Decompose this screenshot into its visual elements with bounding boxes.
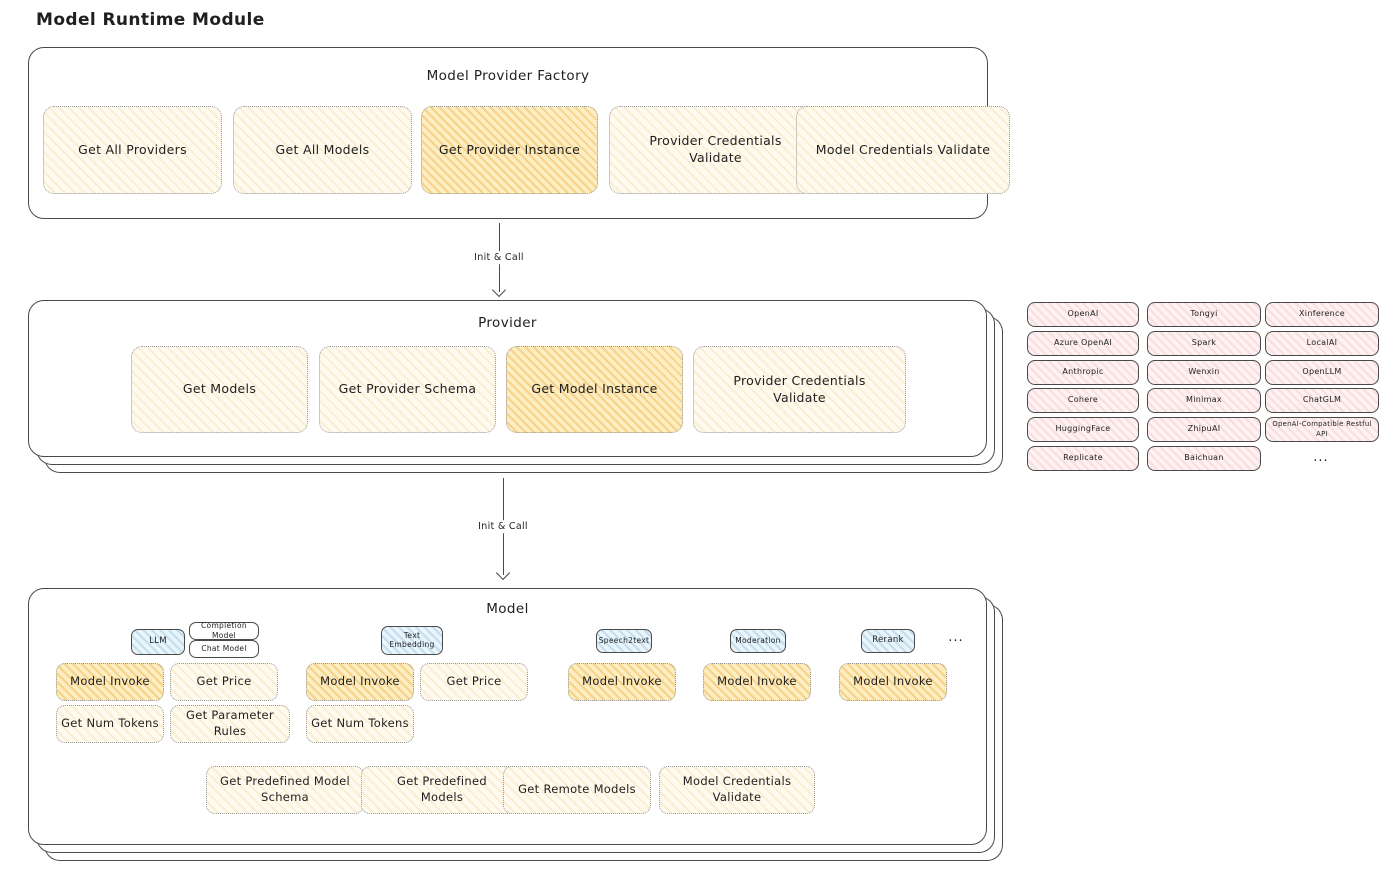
node-get-num-tokens-llm: Get Num Tokens: [56, 705, 164, 743]
node-provider-credentials-validate-2: Provider Credentials Validate: [693, 346, 906, 433]
provider-section: Provider Get Models Get Provider Schema …: [28, 300, 987, 457]
node-model-invoke-speech2text: Model Invoke: [568, 663, 676, 701]
provider-openai: OpenAI: [1027, 302, 1139, 327]
node-get-provider-schema: Get Provider Schema: [319, 346, 496, 433]
node-model-invoke-moderation: Model Invoke: [703, 663, 811, 701]
arrow-head-icon: [491, 282, 507, 298]
provider-openai-compatible: OpenAI-Compatible Restful API: [1265, 417, 1379, 442]
model-title: Model: [486, 601, 529, 617]
node-provider-credentials-validate: Provider Credentials Validate: [609, 106, 822, 194]
provider-minimax: Minimax: [1147, 388, 1261, 413]
node-model-credentials-validate: Model Credentials Validate: [796, 106, 1010, 194]
node-get-models: Get Models: [131, 346, 308, 433]
providers-more: ...: [1313, 449, 1329, 465]
type-speech2text: Speech2text: [596, 629, 652, 653]
provider-localai: LocalAI: [1265, 331, 1379, 356]
provider-cohere: Cohere: [1027, 388, 1139, 413]
node-get-remote-models: Get Remote Models: [503, 766, 651, 814]
node-get-provider-instance: Get Provider Instance: [421, 106, 598, 194]
node-get-num-tokens-embedding: Get Num Tokens: [306, 705, 414, 743]
arrow-factory-to-provider: Init & Call: [459, 223, 539, 298]
diagram-title: Model Runtime Module: [36, 10, 265, 30]
node-get-price-embedding: Get Price: [420, 663, 528, 701]
node-model-invoke-rerank: Model Invoke: [839, 663, 947, 701]
arrow-head-icon: [495, 565, 511, 581]
type-llm: LLM: [131, 629, 185, 655]
provider-wenxin: Wenxin: [1147, 360, 1261, 385]
factory-section: Model Provider Factory Get All Providers…: [28, 47, 1010, 219]
type-moderation: Moderation: [730, 629, 786, 653]
type-rerank: Rerank: [861, 629, 915, 653]
provider-spark: Spark: [1147, 331, 1261, 356]
provider-chatglm: ChatGLM: [1265, 388, 1379, 413]
node-get-all-models: Get All Models: [233, 106, 412, 194]
provider-tongyi: Tongyi: [1147, 302, 1261, 327]
node-model-credentials-validate-2: Model Credentials Validate: [659, 766, 815, 814]
provider-openllm: OpenLLM: [1265, 360, 1379, 385]
provider-azure-openai: Azure OpenAI: [1027, 331, 1139, 356]
node-get-predefined-model-schema: Get Predefined Model Schema: [206, 766, 364, 814]
provider-replicate: Replicate: [1027, 446, 1139, 471]
node-get-model-instance: Get Model Instance: [506, 346, 683, 433]
node-get-predefined-models: Get Predefined Models: [361, 766, 523, 814]
node-get-parameter-rules: Get Parameter Rules: [170, 705, 290, 743]
provider-xinference: Xinference: [1265, 302, 1379, 327]
node-get-price-llm: Get Price: [170, 663, 278, 701]
provider-anthropic: Anthropic: [1027, 360, 1139, 385]
provider-title: Provider: [478, 315, 537, 331]
type-completion-model: Completion Model: [189, 621, 259, 640]
arrow-provider-to-model: Init & Call: [463, 478, 543, 581]
provider-zhipuai: ZhipuAI: [1147, 417, 1261, 442]
arrow-label: Init & Call: [469, 251, 529, 265]
node-get-all-providers: Get All Providers: [43, 106, 222, 194]
types-more: ...: [948, 630, 964, 646]
node-model-invoke-embedding: Model Invoke: [306, 663, 414, 701]
node-model-invoke-llm: Model Invoke: [56, 663, 164, 701]
type-chat-model: Chat Model: [189, 640, 259, 658]
arrow-label: Init & Call: [473, 520, 533, 534]
model-section: Model LLM Completion Model Chat Model Te…: [28, 588, 987, 845]
factory-title: Model Provider Factory: [426, 68, 590, 84]
type-text-embedding: Text Embedding: [381, 626, 443, 655]
provider-huggingface: HuggingFace: [1027, 417, 1139, 442]
provider-baichuan: Baichuan: [1147, 446, 1261, 471]
